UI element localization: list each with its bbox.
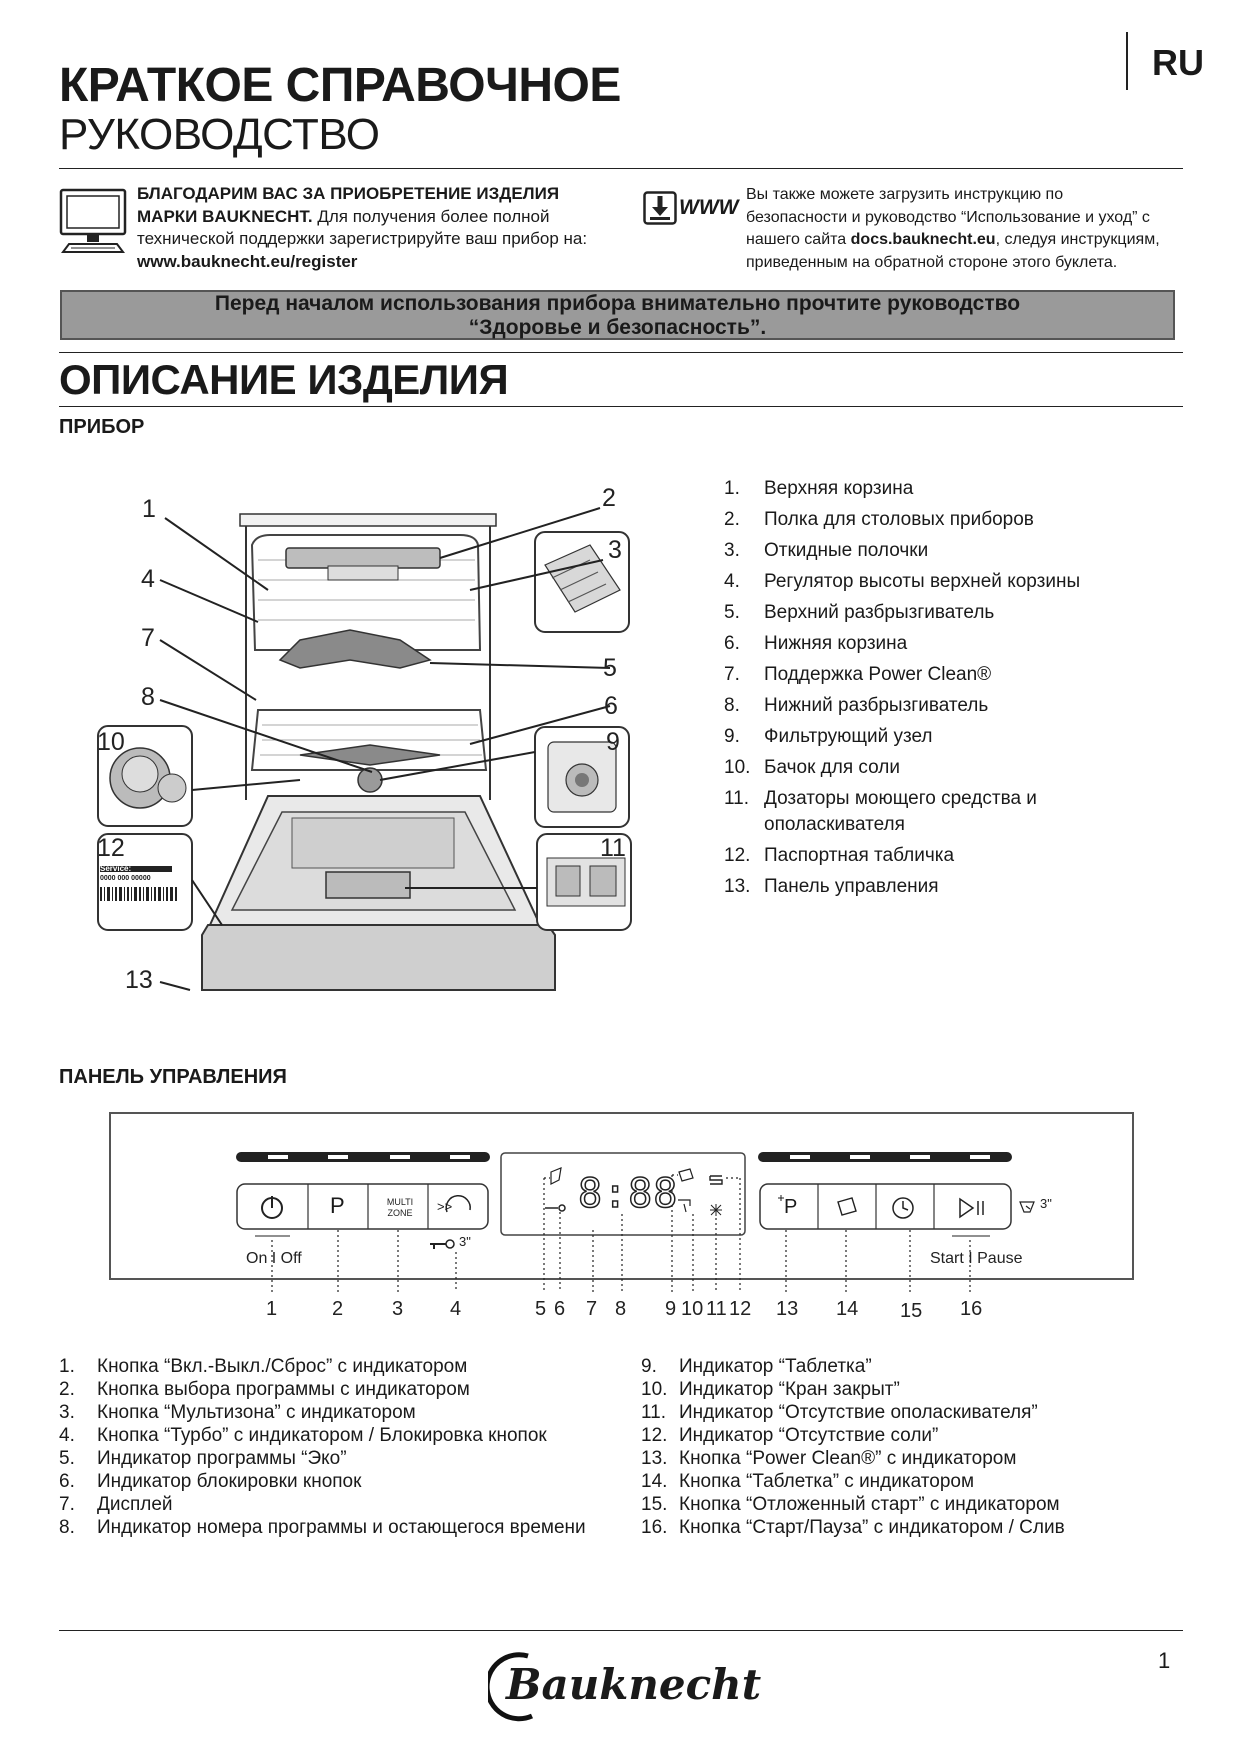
language-code: RU <box>1152 42 1204 83</box>
powerclean-button-label: P <box>784 1196 798 1218</box>
register-link[interactable]: www.bauknecht.eu/register <box>137 251 358 271</box>
rating-plate-number: 0000 000 00000 <box>100 875 151 882</box>
download-text-4: приведенным на обратной стороне этого бу… <box>746 253 1118 271</box>
callout-4: 4 <box>141 565 155 593</box>
appliance-heading: ПРИБОР <box>59 416 145 438</box>
callout-10: 10 <box>97 728 125 756</box>
callout-1: 1 <box>142 495 156 523</box>
header-divider <box>1126 32 1128 90</box>
panel-callout-4: 4 <box>450 1298 462 1320</box>
callout-5: 5 <box>603 654 617 682</box>
registration-text: Для получения более полной технической п… <box>137 206 588 249</box>
brand-logo-arc <box>488 1652 534 1722</box>
header-rule <box>59 168 1183 169</box>
download-text-3: нашего сайта docs.bauknecht.eu, следуя и… <box>746 231 1160 248</box>
program-button-label: P <box>330 1193 345 1218</box>
www-label: WWW <box>679 196 739 219</box>
computer-monitor-icon <box>59 188 127 253</box>
footer-rule <box>59 1630 1183 1631</box>
dishwasher-diagram <box>97 507 632 991</box>
panel-callout-9: 9 <box>665 1298 677 1320</box>
safety-banner: Перед началом использования прибора вним… <box>60 290 1175 340</box>
callout-6: 6 <box>604 692 618 720</box>
section-title: ОПИСАНИЕ ИЗДЕЛИЯ <box>59 356 509 403</box>
panel-callout-14: 14 <box>836 1298 859 1320</box>
callout-13: 13 <box>125 966 153 994</box>
start-pause-label: Start I Pause <box>930 1250 1023 1267</box>
panel-callout-5: 5 <box>535 1298 547 1320</box>
panel-callout-7: 7 <box>586 1298 598 1320</box>
brand-logo: Bauknecht <box>506 1660 762 1709</box>
callout-8: 8 <box>141 683 155 711</box>
section-rule-top <box>59 352 1183 353</box>
control-panel-diagram <box>109 1112 1134 1292</box>
on-off-label: On I Off <box>246 1250 302 1267</box>
thanks-text: БЛАГОДАРИМ ВАС ЗА ПРИОБРЕТЕНИЕ ИЗДЕЛИЯ М… <box>137 184 560 226</box>
panel-callout-10: 10 <box>681 1298 704 1320</box>
lock-time-label: 3" <box>459 1234 471 1249</box>
panel-callout-3: 3 <box>392 1298 404 1320</box>
panel-callout-2: 2 <box>332 1298 344 1320</box>
banner-line-2: “Здоровье и безопасность”. <box>468 316 767 339</box>
download-text-2: безопасности и руководство “Использовани… <box>746 208 1150 226</box>
panel-callout-11: 11 <box>706 1298 727 1320</box>
panel-callout-12: 12 <box>729 1298 752 1320</box>
turbo-icon: >> <box>437 1199 453 1214</box>
panel-callout-13: 13 <box>776 1298 799 1320</box>
download-intro: Вы также можете загрузить инструкцию по … <box>746 184 1186 274</box>
page-title: КРАТКОЕ СПРАВОЧНОЕ <box>59 59 621 112</box>
panel-callout-16: 16 <box>960 1298 983 1320</box>
rating-plate-service: Service: <box>100 864 132 873</box>
callout-7: 7 <box>141 624 155 652</box>
page-number: 1 <box>1158 1648 1171 1673</box>
panel-callout-15: 15 <box>900 1300 923 1322</box>
docs-link[interactable]: docs.bauknecht.eu <box>850 231 996 248</box>
panel-heading: ПАНЕЛЬ УПРАВЛЕНИЯ <box>59 1066 287 1088</box>
panel-callout-8: 8 <box>615 1298 627 1320</box>
registration-intro: БЛАГОДАРИМ ВАС ЗА ПРИОБРЕТЕНИЕ ИЗДЕЛИЯ М… <box>137 183 607 273</box>
download-www-icon: WWW <box>643 191 738 227</box>
callout-2: 2 <box>602 484 616 512</box>
drain-time-label: 3" <box>1040 1196 1052 1211</box>
callout-9: 9 <box>606 728 620 756</box>
banner-line-1: Перед началом использования прибора вним… <box>214 292 1021 315</box>
panel-callout-6: 6 <box>554 1298 566 1320</box>
page-subtitle: РУКОВОДСТВО <box>59 110 380 159</box>
section-rule-bottom <box>59 406 1183 407</box>
callout-11: 11 <box>600 834 626 862</box>
download-text-1: Вы также можете загрузить инструкцию по <box>746 186 1064 203</box>
panel-callout-1: 1 <box>266 1298 278 1320</box>
callout-12: 12 <box>97 834 125 862</box>
callout-3: 3 <box>608 536 622 564</box>
display-digits: 8:88 <box>577 1170 679 1218</box>
